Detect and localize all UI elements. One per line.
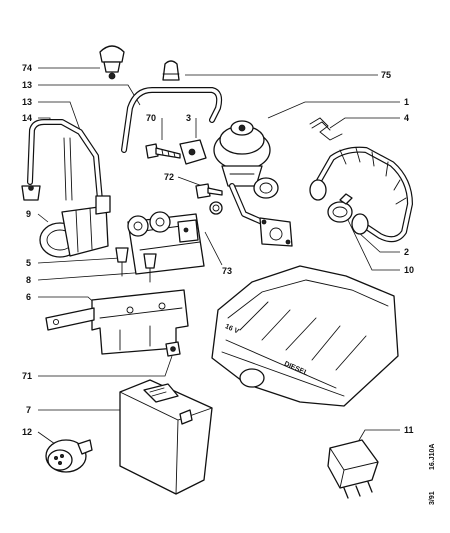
part-8-nozzles bbox=[115, 247, 157, 283]
callout-14: 14 bbox=[22, 113, 32, 123]
callout-8: 8 bbox=[26, 275, 31, 285]
callout-73: 73 bbox=[222, 266, 232, 276]
part-11-relay bbox=[327, 439, 379, 499]
part-75-cap-plug bbox=[162, 60, 180, 81]
callout-2: 2 bbox=[404, 247, 409, 257]
part-9-vacuum-sensor bbox=[39, 195, 111, 258]
reference-code: 16.J10A bbox=[429, 444, 436, 470]
part-5-solenoid-valves bbox=[127, 211, 205, 275]
callout-3: 3 bbox=[186, 113, 191, 123]
callout-6: 6 bbox=[26, 292, 31, 302]
part-2-intake-hose bbox=[309, 146, 413, 243]
part-4-spring-clip bbox=[309, 117, 343, 141]
part-70-bolt bbox=[145, 143, 181, 159]
part-egr-pipe bbox=[229, 183, 293, 247]
part-14-lower-hose bbox=[27, 119, 103, 203]
callout-71: 71 bbox=[22, 371, 32, 381]
part-6-mounting-bracket bbox=[45, 289, 189, 355]
callout-13-second: 13 bbox=[22, 97, 32, 107]
callout-4: 4 bbox=[404, 113, 409, 123]
callout-7: 7 bbox=[26, 405, 31, 415]
part-sensor-connector bbox=[21, 185, 41, 201]
part-12-round-connector bbox=[45, 439, 93, 473]
leader-lines bbox=[37, 67, 400, 445]
part-74-hose-clip bbox=[99, 45, 125, 80]
part-gasket-ring bbox=[209, 201, 223, 215]
part-pipe-coupling bbox=[253, 177, 279, 199]
callout-12: 12 bbox=[22, 427, 32, 437]
callout-10: 10 bbox=[404, 265, 414, 275]
part-intake-manifold: 16 V DIESEL bbox=[211, 265, 399, 407]
part-13-upper-hose bbox=[121, 87, 223, 153]
callout-13: 13 bbox=[22, 80, 32, 90]
part-10-hose-clamp bbox=[327, 193, 353, 223]
callout-9: 9 bbox=[26, 209, 31, 219]
callout-72: 72 bbox=[164, 172, 174, 182]
callout-11: 11 bbox=[404, 425, 414, 435]
part-3-bracket bbox=[179, 139, 207, 165]
callout-5: 5 bbox=[26, 258, 31, 268]
part-71-nut bbox=[165, 341, 181, 357]
callout-1: 1 bbox=[404, 97, 409, 107]
callout-labels: 74 75 13 13 1 14 70 3 4 72 9 5 8 73 2 10… bbox=[22, 63, 414, 437]
callout-74: 74 bbox=[22, 63, 32, 73]
callout-75: 75 bbox=[381, 70, 391, 80]
callout-70: 70 bbox=[146, 113, 156, 123]
part-1-egr-valve bbox=[213, 120, 271, 187]
part-7-control-unit bbox=[119, 379, 213, 495]
part-72-stud bbox=[195, 183, 223, 199]
date-code: 3/91 bbox=[429, 491, 436, 505]
